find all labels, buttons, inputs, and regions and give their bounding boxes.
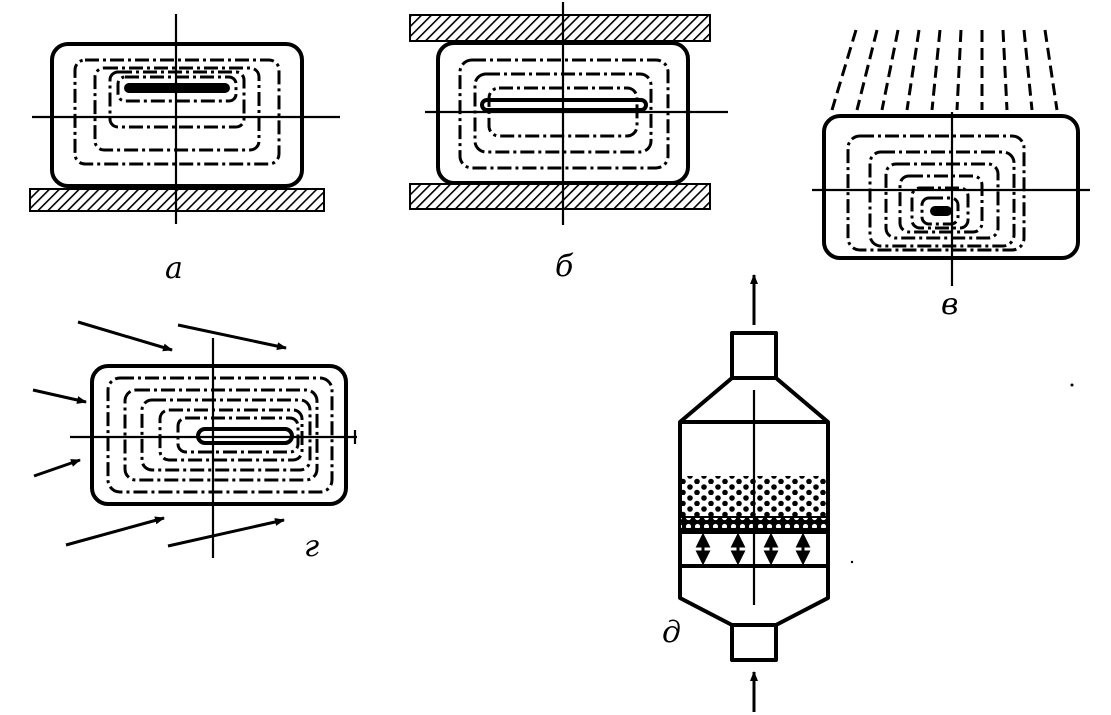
panel-label-d: г [304, 529, 319, 564]
panel-a: а [29, 14, 340, 286]
moisture-contours [846, 134, 1026, 252]
centerlines [32, 14, 340, 224]
panel-label-c: в [941, 287, 958, 322]
moisture-core [930, 206, 952, 216]
gas-flow-arrows [695, 532, 811, 566]
panel-label-b: б [555, 249, 574, 284]
panel-label-e: д [662, 615, 681, 650]
panel-b: б [409, 2, 728, 284]
centerlines [70, 338, 357, 558]
moisture-contours [106, 376, 334, 494]
scan-specks [850, 383, 1074, 564]
material-block [90, 364, 348, 506]
panel-d: г [32, 320, 357, 564]
panel-label-a: а [165, 251, 183, 286]
panel-e: д [662, 274, 830, 712]
airflow-arrows [32, 320, 287, 548]
centerlines [812, 112, 1090, 286]
heated-plate-top [409, 14, 711, 42]
radiation-rays [830, 29, 1059, 111]
panel-c: в [812, 29, 1090, 322]
centerlines [425, 2, 728, 225]
heated-plate-bottom [409, 183, 711, 210]
